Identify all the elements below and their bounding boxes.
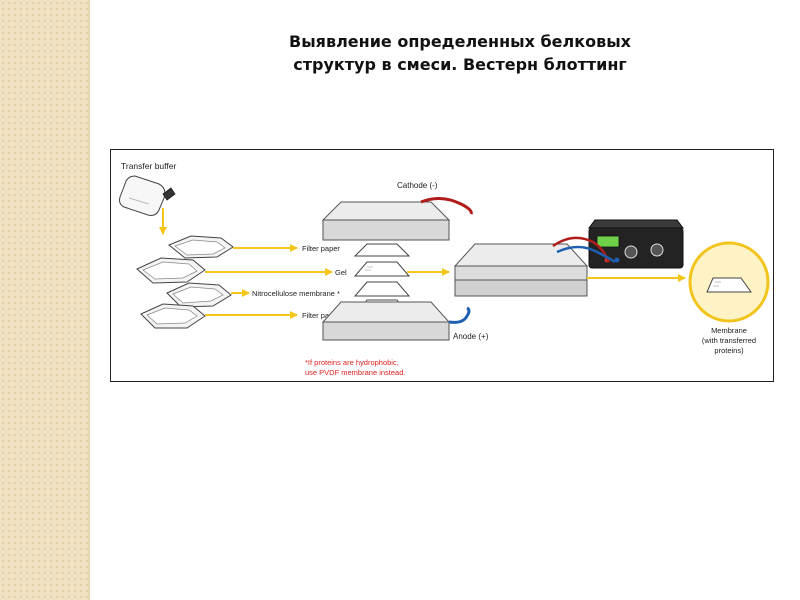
gel-label: Gel [335,268,347,277]
diagram-canvas: Transfer buffer Filter paper Gel Nitroce… [119,161,770,377]
decorative-side-strip [0,0,88,600]
pvdf-note-line-2: use PVDF membrane instead. [305,368,405,377]
power-wire-red [552,236,611,263]
cathode-plate [321,201,451,241]
nitrocellulose-sheet [353,281,411,297]
transfer-cassette [453,243,589,297]
gel-sheet [353,261,411,277]
soaking-tray-icon [136,257,206,284]
buffer-bottle-icon [119,175,176,216]
soaking-tray-icon [140,303,206,329]
membrane-sheet-icon [706,277,752,293]
slide-title-line-1: Выявление определенных белковых [289,32,631,51]
cathode-wire [420,197,473,215]
filter-paper-bottom-label: Filter paper [302,311,340,320]
membrane-label-line-3: proteins) [714,346,744,355]
filter-paper-top-label: Filter paper [302,244,340,253]
power-wire-blue [556,245,616,264]
western-blot-diagram: Transfer buffer Filter paper Gel Nitroce… [110,149,774,382]
slide-title: Выявление определенных белковых структур… [200,30,720,76]
membrane-label-line-2: (with transferred [702,336,756,345]
anode-plate [321,301,451,341]
nitrocellulose-label: Nitrocellulose membrane * [252,289,340,298]
transfer-buffer-label: Transfer buffer [121,161,176,171]
side-strip-border [88,0,90,600]
filter-paper-sheet-top [353,243,411,257]
anode-wire [448,306,471,324]
soaking-tray-icon [168,235,234,259]
pvdf-note-line-1: *If proteins are hydrophobic, [305,358,399,367]
power-supply-icon [588,219,684,269]
membrane-label-line-1: Membrane [711,326,747,335]
cathode-label: Cathode (-) [397,181,438,190]
anode-label: Anode (+) [453,332,489,341]
soaking-tray-icon [166,282,232,308]
slide-title-line-2: структур в смеси. Вестерн блоттинг [293,55,627,74]
